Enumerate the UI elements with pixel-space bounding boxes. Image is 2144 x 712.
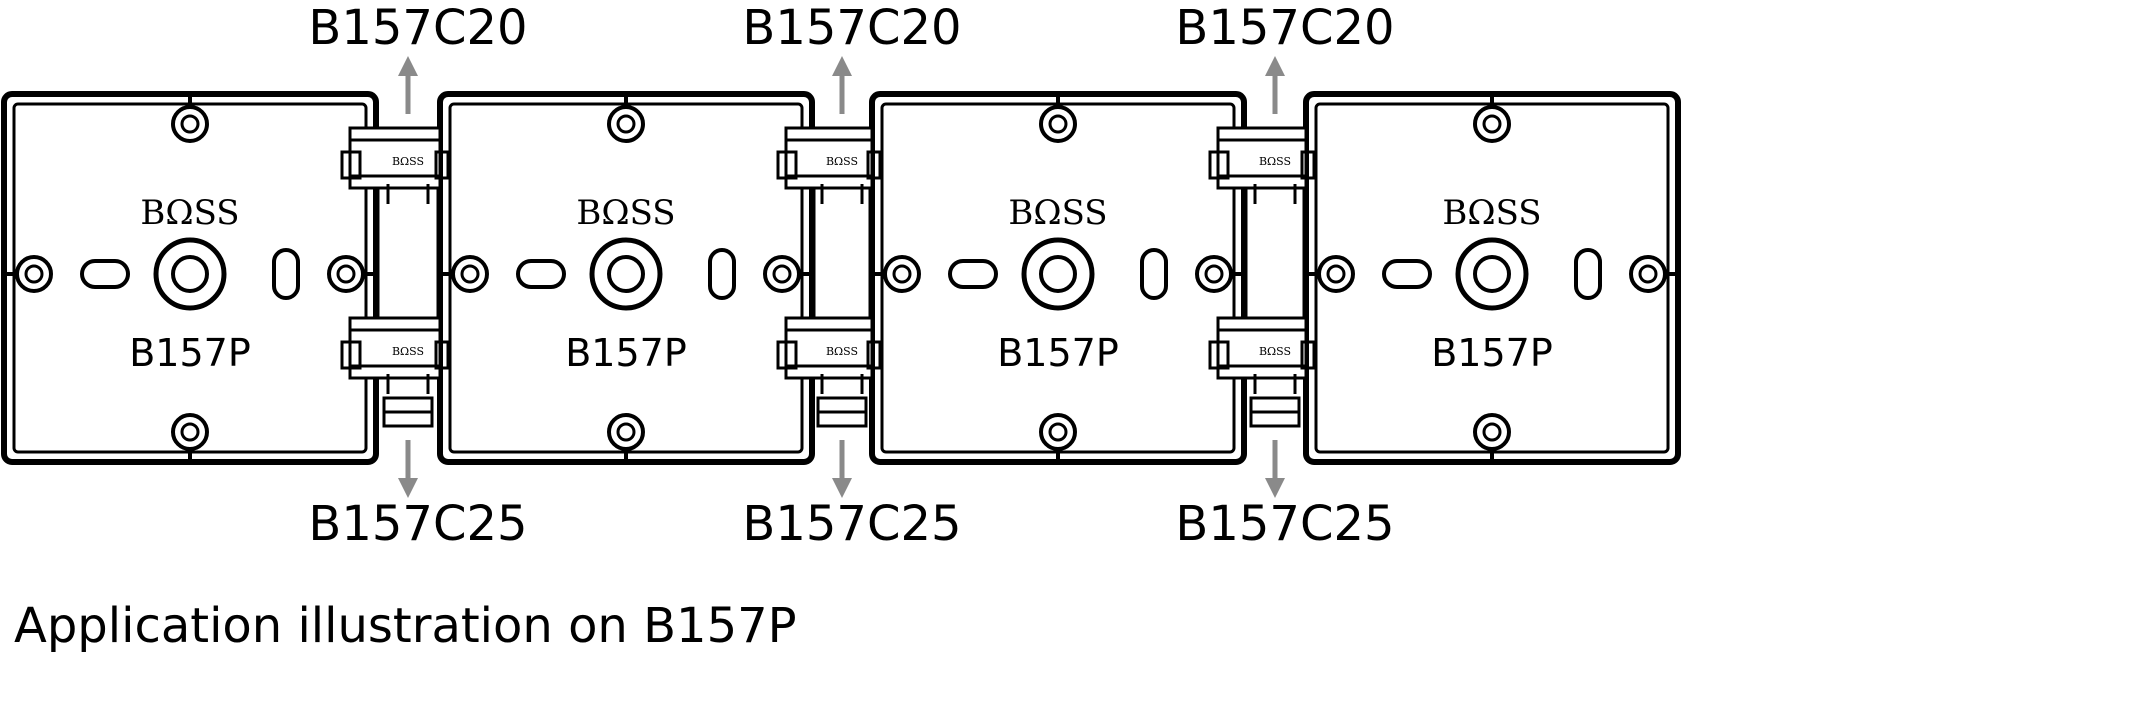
center-knockout-icon bbox=[153, 237, 227, 311]
box-left-screw-lug-icon bbox=[15, 255, 53, 293]
box-top-screw-lug-icon bbox=[171, 105, 209, 143]
clip-brand-logo: BΩSS bbox=[1259, 155, 1291, 168]
center-knockout-icon bbox=[589, 237, 663, 311]
upper-clip-icon: BΩSS bbox=[776, 126, 882, 204]
box-brand-logo: BΩSS bbox=[576, 193, 675, 233]
box-outer-wall bbox=[437, 91, 815, 465]
center-knockout-icon bbox=[1455, 237, 1529, 311]
vertical-slot-icon bbox=[708, 248, 736, 300]
box-brand-logo: BΩSS bbox=[1442, 193, 1541, 233]
horizontal-slot-icon bbox=[80, 259, 130, 289]
box-bottom-screw-lug-icon bbox=[607, 413, 645, 451]
box-right-screw-lug-icon bbox=[763, 255, 801, 293]
clip-brand-logo: BΩSS bbox=[826, 345, 858, 358]
connector-bottom-label: B157C25 bbox=[308, 496, 527, 552]
horizontal-slot-icon bbox=[1382, 259, 1432, 289]
down-arrow-icon bbox=[398, 478, 418, 498]
horizontal-slot-icon bbox=[516, 259, 566, 289]
connector-bottom-label: B157C25 bbox=[742, 496, 961, 552]
box-outer-wall bbox=[1303, 91, 1681, 465]
center-knockout-inner-icon bbox=[1039, 255, 1077, 293]
clip-brand-logo: BΩSS bbox=[1259, 345, 1291, 358]
lower-clip-icon: BΩSS bbox=[340, 316, 450, 394]
up-arrow-icon bbox=[832, 56, 852, 76]
box-inner-wall bbox=[880, 102, 1236, 454]
connector-top-label: B157C20 bbox=[742, 0, 961, 56]
horizontal-slot-icon bbox=[948, 259, 998, 289]
center-knockout-icon bbox=[1021, 237, 1095, 311]
up-arrow-icon bbox=[1265, 56, 1285, 76]
clip-brand-logo: BΩSS bbox=[826, 155, 858, 168]
box-inner-wall bbox=[1314, 102, 1670, 454]
box-left-screw-lug-icon bbox=[1317, 255, 1355, 293]
box-top-screw-lug-icon bbox=[607, 105, 645, 143]
mounting-box: BΩSS B157P bbox=[437, 91, 815, 465]
connector-top-label: B157C20 bbox=[1175, 0, 1394, 56]
box-outer-wall bbox=[869, 91, 1247, 465]
up-arrow-icon bbox=[398, 56, 418, 76]
down-arrow-icon bbox=[1265, 478, 1285, 498]
boxes-layer: BΩSS B157P BΩSS B157P BΩSS B157P BΩSS B157P bbox=[1, 91, 1681, 465]
box-inner-wall bbox=[12, 102, 368, 454]
box-right-screw-lug-icon bbox=[1629, 255, 1667, 293]
center-knockout-inner-icon bbox=[607, 255, 645, 293]
connector-bottom-label: B157C25 bbox=[1175, 496, 1394, 552]
mounting-box: BΩSS B157P bbox=[1, 91, 379, 465]
mounting-box: BΩSS B157P bbox=[869, 91, 1247, 465]
box-bottom-screw-lug-icon bbox=[1039, 413, 1077, 451]
box-model-label: B157P bbox=[129, 331, 251, 375]
vertical-slot-icon bbox=[1574, 248, 1602, 300]
box-brand-logo: BΩSS bbox=[1008, 193, 1107, 233]
upper-clip-icon: BΩSS bbox=[1208, 126, 1316, 204]
box-right-screw-lug-icon bbox=[1195, 255, 1233, 293]
upper-clip-icon: BΩSS bbox=[340, 126, 450, 204]
lower-clip-icon: BΩSS bbox=[1208, 316, 1316, 394]
center-knockout-inner-icon bbox=[1473, 255, 1511, 293]
vertical-slot-icon bbox=[1140, 248, 1168, 300]
mounting-box: BΩSS B157P bbox=[1303, 91, 1681, 465]
clip-brand-logo: BΩSS bbox=[392, 155, 424, 168]
box-bottom-screw-lug-icon bbox=[171, 413, 209, 451]
vertical-slot-icon bbox=[272, 248, 300, 300]
box-top-screw-lug-icon bbox=[1039, 105, 1077, 143]
box-brand-logo: BΩSS bbox=[140, 193, 239, 233]
box-model-label: B157P bbox=[1431, 331, 1553, 375]
box-bottom-screw-lug-icon bbox=[1473, 413, 1511, 451]
box-outer-wall bbox=[1, 91, 379, 465]
box-top-screw-lug-icon bbox=[1473, 105, 1511, 143]
center-knockout-inner-icon bbox=[171, 255, 209, 293]
box-model-label: B157P bbox=[997, 331, 1119, 375]
clip-brand-logo: BΩSS bbox=[392, 345, 424, 358]
box-inner-wall bbox=[448, 102, 804, 454]
down-arrow-icon bbox=[832, 478, 852, 498]
lower-clip-icon: BΩSS bbox=[776, 316, 882, 394]
box-left-screw-lug-icon bbox=[883, 255, 921, 293]
box-model-label: B157P bbox=[565, 331, 687, 375]
caption-text: Application illustration on B157P bbox=[14, 598, 797, 654]
connector-top-label: B157C20 bbox=[308, 0, 527, 56]
box-right-screw-lug-icon bbox=[327, 255, 365, 293]
box-left-screw-lug-icon bbox=[451, 255, 489, 293]
